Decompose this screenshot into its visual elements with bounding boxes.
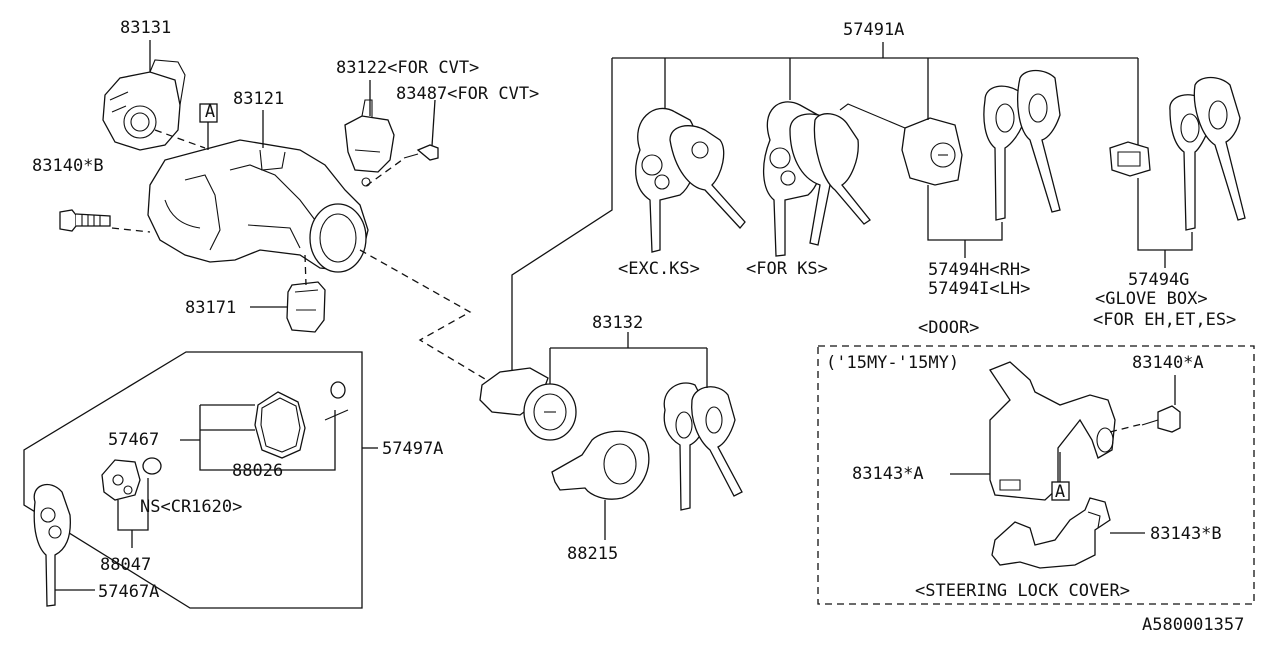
- label-83132: 83132: [592, 313, 643, 333]
- connector-83171: [286, 281, 326, 333]
- cover-83143b: [991, 497, 1111, 569]
- label-steering-lock-cover: <STEERING LOCK COVER>: [915, 581, 1130, 601]
- ref-a2-text: A: [1055, 482, 1065, 502]
- label-83121: 83121: [233, 89, 284, 109]
- ref-box-a2: [1051, 452, 1070, 501]
- label-exc-ks: <EXC.KS>: [618, 259, 700, 279]
- cylinder-57494h: [839, 103, 963, 186]
- label-83122: 83122<FOR CVT>: [336, 58, 479, 78]
- battery-cover-88026: [254, 381, 349, 459]
- label-57491a: 57491A: [843, 20, 904, 40]
- label-83131: 83131: [120, 18, 171, 38]
- ignition-switch-83131: [102, 59, 186, 151]
- bolt-83140b: [59, 209, 111, 232]
- label-83171: 83171: [185, 298, 236, 318]
- label-88215: 88215: [567, 544, 618, 564]
- label-83143b: 83143*B: [1150, 524, 1222, 544]
- key-pair-83132: [663, 382, 743, 511]
- kit-outline: [23, 351, 363, 609]
- bracket-83143a: [989, 361, 1116, 501]
- label-model-year: ('15MY-'15MY): [826, 353, 959, 373]
- key-set-for-ks: [762, 101, 871, 257]
- label-57467a: 57467A: [98, 582, 159, 602]
- label-door: <DOOR>: [918, 318, 979, 338]
- label-57497a: 57497A: [382, 439, 443, 459]
- key-57467a: [33, 483, 71, 607]
- label-88026: 88026: [232, 461, 283, 481]
- label-57494g: 57494G: [1128, 270, 1189, 290]
- label-83140a: 83140*A: [1132, 353, 1204, 373]
- cover-88215: [551, 430, 650, 500]
- screw-83487: [403, 144, 439, 161]
- battery-88047: [101, 457, 162, 501]
- label-57467: 57467: [108, 430, 159, 450]
- label-88047: 88047: [100, 555, 151, 575]
- label-glove-box: <GLOVE BOX>: [1095, 289, 1208, 309]
- bolt-83140a: [1141, 405, 1181, 433]
- key-pair-57494: [983, 69, 1061, 221]
- label-ns-cr1620: NS<CR1620>: [140, 497, 242, 517]
- label-57494h: 57494H<RH>: [928, 260, 1030, 280]
- lock-body-83121: [147, 139, 369, 273]
- cylinder-83132: [479, 367, 577, 441]
- ref-a1-text: A: [205, 102, 215, 122]
- label-83143a: 83143*A: [852, 464, 924, 484]
- label-83487: 83487<FOR CVT>: [396, 84, 539, 104]
- key-pair-glove: [1169, 76, 1246, 231]
- label-for-ks: <FOR KS>: [746, 259, 828, 279]
- glove-box-lock-57494g: [1109, 141, 1151, 177]
- label-for-eh: <FOR EH,ET,ES>: [1093, 310, 1236, 330]
- label-57494i: 57494I<LH>: [928, 279, 1030, 299]
- key-set-exc-ks: [635, 107, 746, 253]
- label-83140b: 83140*B: [32, 156, 104, 176]
- ref-box-a1: [199, 103, 218, 150]
- diagram-id: A580001357: [1142, 615, 1244, 635]
- door-section-box: [817, 345, 1255, 605]
